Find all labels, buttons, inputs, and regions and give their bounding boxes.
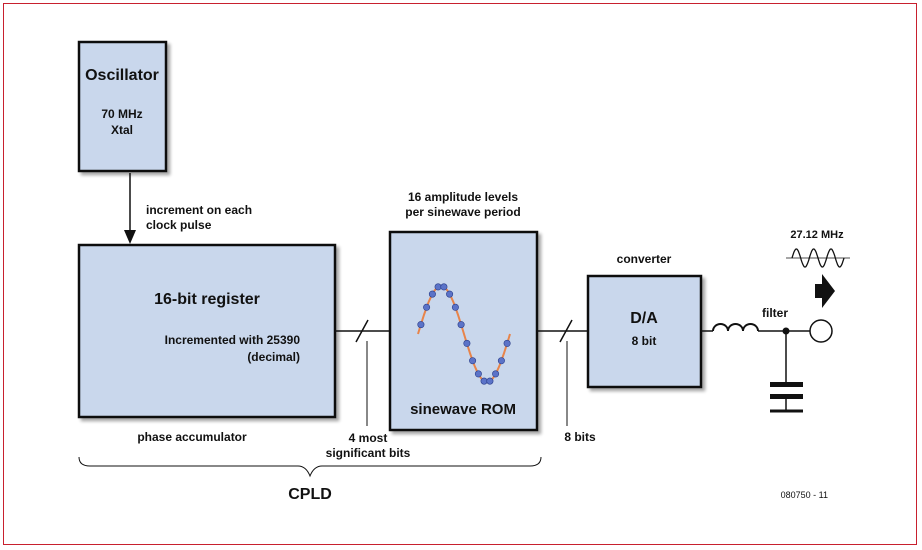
cpld-brace bbox=[78, 456, 542, 478]
bus1-label-line1: 4 most bbox=[349, 431, 388, 445]
bus-slash-2 bbox=[559, 319, 573, 343]
sample-point bbox=[463, 339, 471, 347]
sample-point bbox=[434, 283, 442, 291]
sample-point bbox=[423, 303, 431, 311]
register-increment: Incremented with 25390 bbox=[165, 333, 301, 347]
clock-arrowhead bbox=[124, 230, 136, 244]
inductor-symbol bbox=[712, 323, 759, 332]
register-decimal-note: (decimal) bbox=[247, 350, 300, 364]
capacitor-plate-bottom bbox=[770, 394, 803, 399]
sample-point bbox=[446, 290, 454, 298]
sample-point bbox=[480, 377, 488, 385]
rom-note-line2: per sinewave period bbox=[405, 205, 520, 219]
sample-point bbox=[474, 370, 482, 378]
sample-point bbox=[451, 303, 459, 311]
dac-title: D/A bbox=[630, 310, 658, 327]
register-caption: phase accumulator bbox=[137, 430, 247, 444]
waveform-curve bbox=[791, 248, 845, 268]
sample-point bbox=[503, 339, 511, 347]
sample-point bbox=[440, 283, 448, 291]
sample-point bbox=[457, 321, 465, 329]
sample-point bbox=[417, 321, 425, 329]
capacitor-plate-top bbox=[770, 382, 803, 387]
filter-label: filter bbox=[762, 306, 788, 320]
oscillator-title: Oscillator bbox=[85, 67, 159, 84]
bus1-label-line2: significant bits bbox=[326, 446, 411, 460]
output-arrow-icon bbox=[815, 274, 835, 308]
sample-point bbox=[486, 377, 494, 385]
output-terminal bbox=[809, 319, 833, 343]
output-frequency: 27.12 MHz bbox=[790, 229, 844, 241]
dac-caption: converter bbox=[617, 252, 672, 266]
sample-point bbox=[497, 357, 505, 365]
bus2-label: 8 bits bbox=[564, 430, 596, 444]
rom-note-line1: 16 amplitude levels bbox=[408, 190, 518, 204]
sample-point bbox=[469, 357, 477, 365]
oscillator-frequency: 70 MHz bbox=[101, 107, 142, 121]
sample-point bbox=[428, 290, 436, 298]
oscillator-type: Xtal bbox=[111, 123, 133, 137]
oscillator-block bbox=[77, 40, 168, 173]
register-title: 16-bit register bbox=[154, 291, 260, 308]
register-block bbox=[77, 243, 337, 419]
clock-note-line2: clock pulse bbox=[146, 218, 212, 232]
dac-block bbox=[586, 274, 703, 389]
sample-point bbox=[492, 370, 500, 378]
sinewave-samples bbox=[417, 283, 511, 385]
figure-id: 080750 - 11 bbox=[781, 490, 828, 500]
cpld-label: CPLD bbox=[288, 486, 332, 503]
rom-label: sinewave ROM bbox=[410, 401, 516, 418]
output-waveform bbox=[786, 248, 850, 268]
bus-slash-1 bbox=[355, 319, 369, 343]
dac-bits: 8 bit bbox=[632, 334, 657, 348]
clock-note-line1: increment on each bbox=[146, 203, 252, 217]
